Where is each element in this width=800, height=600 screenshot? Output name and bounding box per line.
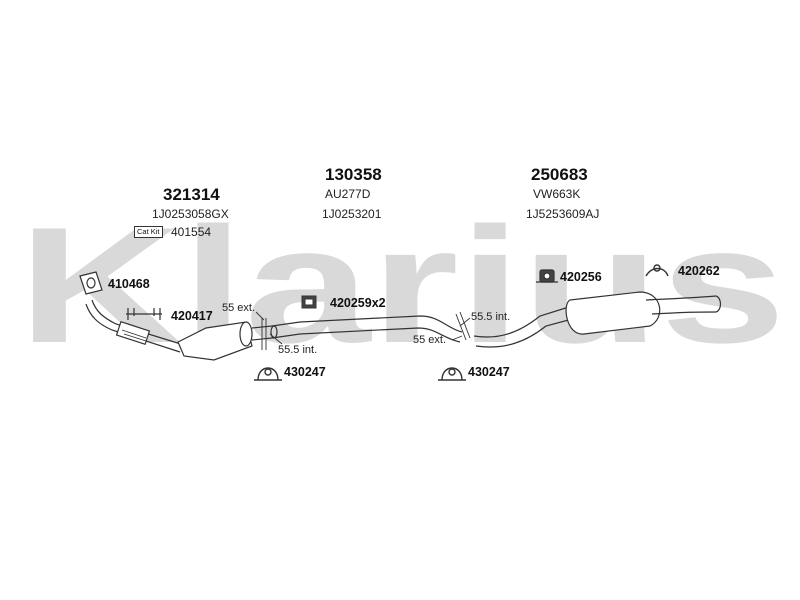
middle-group-code1: AU277D xyxy=(325,187,371,201)
rear-pipe-silencer xyxy=(473,291,722,348)
rear-group-code1: VW663K xyxy=(533,187,581,201)
hanger-icon xyxy=(645,264,669,277)
part-420262-label: 420262 xyxy=(678,264,720,278)
rubber-mount-icon xyxy=(301,295,317,309)
cat-kit-code: 401554 xyxy=(171,225,212,239)
rear-group-code2: 1J5253609AJ xyxy=(526,207,600,221)
middle-pipe xyxy=(270,315,463,343)
middle-group-number: 130358 xyxy=(325,165,382,184)
rear-group-number: 250683 xyxy=(531,165,588,184)
measurement-markers xyxy=(255,311,471,350)
clamp-icon xyxy=(254,367,282,381)
measurement-55-ext-left: 55 ext. xyxy=(222,302,256,314)
part-420256-label: 420256 xyxy=(560,270,602,284)
front-group-number: 321314 xyxy=(163,185,220,204)
measurement-55-ext-right: 55 ext. xyxy=(413,334,447,346)
clamp-icon xyxy=(438,367,466,381)
part-410468-label: 410468 xyxy=(108,277,150,291)
measurement-55-5-int-left: 55.5 int. xyxy=(278,344,318,356)
front-group-code: 1J0253058GX xyxy=(152,207,229,221)
hanger-icon xyxy=(536,269,558,283)
flange-icon xyxy=(126,308,162,320)
cat-kit-badge: Cat Kit xyxy=(134,226,163,238)
part-430247-right-label: 430247 xyxy=(468,365,510,379)
gasket-icon xyxy=(79,271,103,295)
front-pipe-catalyst xyxy=(85,299,273,361)
part-430247-left-label: 430247 xyxy=(284,365,326,379)
part-420417-label: 420417 xyxy=(171,309,213,323)
measurement-55-5-int-right: 55.5 int. xyxy=(471,311,511,323)
middle-group-code2: 1J0253201 xyxy=(322,207,382,221)
part-420259-label: 420259x2 xyxy=(330,296,386,310)
